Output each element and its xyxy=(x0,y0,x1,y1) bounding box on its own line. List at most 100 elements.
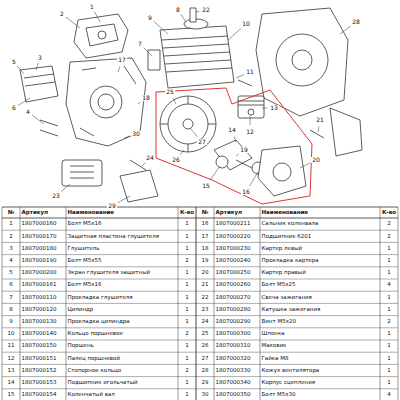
table-cell: Подшипник 6201 xyxy=(262,234,312,240)
table-cell: 1807000190 xyxy=(22,258,57,264)
table-cell: Болт М5х16 xyxy=(68,221,102,227)
leader-line xyxy=(124,136,130,138)
leader-line xyxy=(142,163,145,166)
table-cell: 1807000120 xyxy=(22,307,57,313)
table-cell: 1807000310 xyxy=(216,343,251,349)
table-cell: 4 xyxy=(387,392,391,398)
table-cell: 14 xyxy=(8,380,15,386)
table-rule xyxy=(2,340,398,341)
leader-line xyxy=(154,21,168,34)
table-cell: Картер правый xyxy=(262,270,306,276)
table-cell: 22 xyxy=(202,295,209,301)
leader-line xyxy=(138,102,141,104)
table-cell: 1807000280 xyxy=(216,307,251,313)
crank-bearing xyxy=(216,156,228,168)
leader-line xyxy=(300,163,310,168)
piston-pin xyxy=(248,109,254,115)
table-cell: 1 xyxy=(185,221,189,227)
table-cell: 11 xyxy=(8,343,15,349)
leader-line xyxy=(18,98,30,105)
table-cell: Прокладка картера xyxy=(262,258,319,264)
table-rule xyxy=(196,207,197,400)
leader-line xyxy=(234,136,236,142)
leader-line xyxy=(118,196,130,203)
table-cell: 25 xyxy=(202,331,209,337)
callout-number: 8 xyxy=(175,7,181,13)
table-cell: 10 xyxy=(8,331,15,337)
table-cell: 1 xyxy=(387,331,391,337)
table-rule xyxy=(2,254,398,255)
table-cell: Цилиндр xyxy=(68,307,94,313)
flywheel-hub xyxy=(183,119,193,129)
table-rule xyxy=(178,207,179,400)
table-cell: 1807000150 xyxy=(22,343,57,349)
table-rule xyxy=(2,230,398,231)
leader-line xyxy=(173,98,176,104)
table-cell: 12 xyxy=(8,356,15,362)
table-rule xyxy=(2,315,398,316)
leader-line xyxy=(94,11,100,22)
table-cell: Маховик xyxy=(262,343,287,349)
table-cell: 1 xyxy=(185,343,189,349)
ignition-coil xyxy=(62,160,102,186)
leader-line xyxy=(190,128,198,137)
flywheel-ring xyxy=(168,104,208,144)
filter-screw xyxy=(98,31,106,39)
table-cell: 1 xyxy=(387,356,391,362)
table-header: Артикул xyxy=(216,210,243,216)
crankcase-left xyxy=(66,58,146,146)
table-cell: 28 xyxy=(202,368,209,374)
table-cell: 2 xyxy=(185,331,189,337)
table-cell: 1807000152 xyxy=(22,368,57,374)
table-cell: 2 xyxy=(185,258,189,264)
highlight-outline xyxy=(156,88,312,204)
leader-line xyxy=(318,127,320,132)
bearing-bore xyxy=(98,94,114,110)
table-cell: 21 xyxy=(202,282,209,288)
table-cell: Гайка М8 xyxy=(262,356,289,362)
table-cell: 1 xyxy=(185,234,189,240)
table-cell: 6 xyxy=(9,282,13,288)
cylinder xyxy=(160,26,234,88)
table-cell: 1807000170 xyxy=(22,234,57,240)
table-cell: 30 xyxy=(202,392,209,398)
table-header: № xyxy=(8,210,15,216)
table-cell: 2 xyxy=(387,319,391,325)
leader-line xyxy=(36,63,38,70)
table-cell: 2 xyxy=(387,234,391,240)
flywheel xyxy=(160,96,216,152)
table-cell: 2 xyxy=(9,234,13,240)
table-rule xyxy=(2,207,398,208)
table-cell: 1807000350 xyxy=(216,392,251,398)
piston-rings xyxy=(238,101,264,105)
table-cell: Защитная пластина глушителя xyxy=(68,234,160,240)
table-header: К-во xyxy=(180,210,194,216)
table-rule xyxy=(2,242,398,243)
table-cell: 1807000290 xyxy=(216,319,251,325)
callout-number: 5 xyxy=(11,59,17,65)
bolt xyxy=(40,80,324,170)
exhaust-port xyxy=(148,50,160,70)
leader-line xyxy=(236,75,244,78)
callout-number: 28 xyxy=(351,19,361,25)
callout-number: 13 xyxy=(269,105,279,111)
table-cell: Палец поршневой xyxy=(68,356,121,362)
filter-cover xyxy=(86,24,118,46)
callout-number: 25 xyxy=(165,89,175,95)
table-cell: 1 xyxy=(185,380,189,386)
table-cell: Стопорное кольцо xyxy=(68,368,122,374)
table-rule xyxy=(2,352,398,353)
table-cell: 1807000151 xyxy=(22,356,57,362)
table-cell: 1807000260 xyxy=(216,282,251,288)
leader-line xyxy=(61,184,70,192)
table-cell: 1 xyxy=(387,246,391,252)
table-cell: 1807000110 xyxy=(22,295,57,301)
callout-number: 23 xyxy=(51,193,61,199)
table-cell: 18 xyxy=(202,246,209,252)
table-cell: 1807000140 xyxy=(22,331,57,337)
table-cell: 4 xyxy=(9,258,13,264)
table-cell: Кожух вентилятора xyxy=(262,368,320,374)
table-cell: 1807000200 xyxy=(22,270,57,276)
table-cell: Болт М5х25 xyxy=(262,282,296,288)
